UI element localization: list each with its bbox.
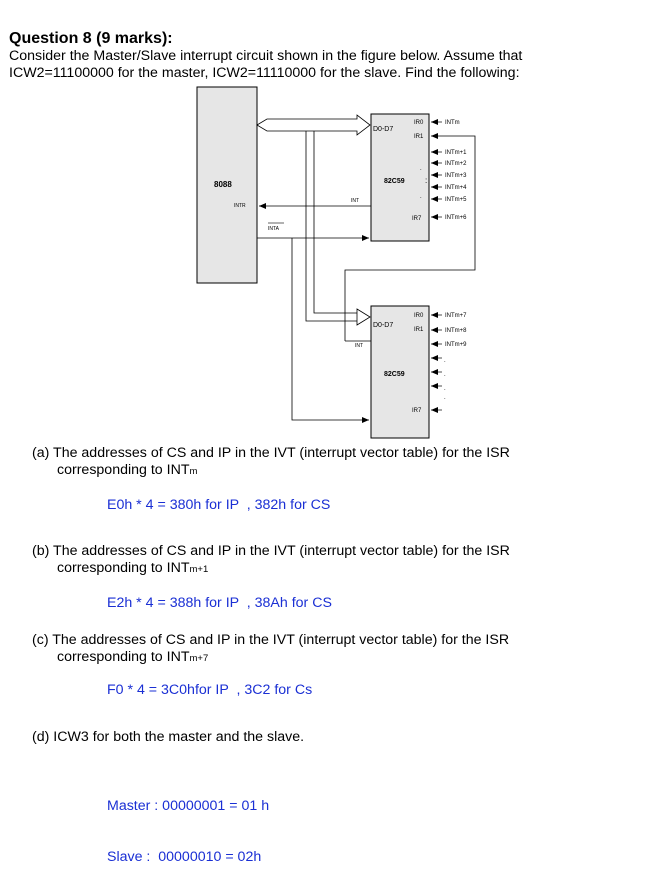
cpu-inta-label: INTA: [268, 226, 280, 232]
slave-ir0-label: IR0: [414, 313, 424, 319]
master-input-0: INTm: [445, 120, 460, 126]
master-ir0-label: IR0: [414, 120, 424, 126]
cpu-8088-box: [196, 86, 258, 284]
slave-bus-label: D0-D7: [373, 322, 393, 329]
slave-input-0: INTm+7: [445, 313, 467, 319]
slave-pic-label: 82C59: [384, 371, 405, 378]
master-dots: :: [425, 176, 427, 185]
slave-ir1-label: IR1: [414, 327, 424, 333]
slave-pic-box: [370, 305, 430, 439]
part-a-question: (a) The addresses of CS and IP in the IV…: [32, 445, 510, 480]
master-dot-1: .: [420, 166, 422, 172]
slave-input-2: INTm+9: [445, 342, 467, 348]
intro-line-1: Consider the Master/Slave interrupt circ…: [9, 48, 523, 64]
part-d-answer: Master : 00000001 = 01 h Slave : 0000001…: [107, 764, 269, 883]
data-bus-master: [256, 114, 371, 136]
part-c-line-2: corresponding to INTm+7: [57, 649, 209, 665]
master-dot-2: .: [420, 194, 422, 200]
interrupt-circuit-diagram: 8088 INTR D0-D7 82C59 INT IR0 IR1 IR7 : …: [196, 86, 476, 439]
master-pic-box: [370, 113, 430, 242]
master-ir1-label: IR1: [414, 134, 424, 140]
part-b-line-2: corresponding to INTm+1: [57, 560, 209, 576]
slave-int-label: INT: [355, 343, 363, 349]
data-bus-slave: [305, 131, 371, 326]
part-a-answer: E0h * 4 = 380h for IP , 382h for CS: [107, 497, 331, 513]
part-c-line-1: (c) The addresses of CS and IP in the IV…: [32, 632, 510, 648]
slave-ir7-label: IR7: [412, 408, 422, 414]
master-input-2: INTm+2: [445, 161, 467, 167]
cpu-intr-label: INTR: [234, 203, 246, 209]
master-input-3: INTm+3: [445, 173, 467, 179]
cpu-label: 8088: [214, 180, 232, 189]
slave-input-1: INTm+8: [445, 328, 467, 334]
master-input-5: INTm+5: [445, 197, 467, 203]
master-ir7-label: IR7: [412, 216, 422, 222]
part-c-answer: F0 * 4 = 3C0hfor IP , 3C2 for Cs: [107, 682, 313, 698]
part-a-line-1: (a) The addresses of CS and IP in the IV…: [32, 445, 510, 461]
svg-text:.: .: [444, 372, 446, 378]
part-d-question: (d) ICW3 for both the master and the sla…: [32, 729, 304, 746]
svg-text:.: .: [444, 386, 446, 392]
intro-line-2: ICW2=11100000 for the master, ICW2=11110…: [9, 64, 520, 81]
master-pic-label: 82C59: [384, 178, 405, 185]
part-d-line-1: (d) ICW3 for both the master and the sla…: [32, 729, 305, 745]
question-intro: Consider the Master/Slave interrupt circ…: [9, 48, 649, 81]
slave-inputs: INTm+7 INTm+8 INTm+9 . . . .: [431, 312, 467, 413]
part-b-question: (b) The addresses of CS and IP in the IV…: [32, 543, 510, 578]
part-b-line-1: (b) The addresses of CS and IP in the IV…: [32, 543, 510, 559]
inta-slave-line: [291, 238, 369, 423]
part-b-answer: E2h * 4 = 388h for IP , 38Ah for CS: [107, 595, 332, 611]
slave-int-to-master-ir1: [344, 133, 476, 341]
master-bus-label: D0-D7: [373, 126, 393, 133]
part-a-line-2: corresponding to INTm: [57, 462, 198, 478]
master-input-4: INTm+4: [445, 185, 467, 191]
master-input-6: INTm+6: [445, 215, 467, 221]
master-inputs: INTm INTm+1 INTm+2 INTm+3 INTm+4 INTm+5 …: [431, 119, 467, 221]
master-input-1: INTm+1: [445, 150, 467, 156]
part-d-answer-slave: Slave : 00000010 = 02h: [107, 849, 262, 865]
svg-text:.: .: [444, 358, 446, 364]
question-title: Question 8 (9 marks):: [9, 30, 173, 47]
master-int-label: INT: [351, 198, 359, 204]
part-d-answer-master: Master : 00000001 = 01 h: [107, 798, 270, 814]
svg-text:.: .: [444, 395, 446, 401]
part-c-question: (c) The addresses of CS and IP in the IV…: [32, 632, 509, 667]
